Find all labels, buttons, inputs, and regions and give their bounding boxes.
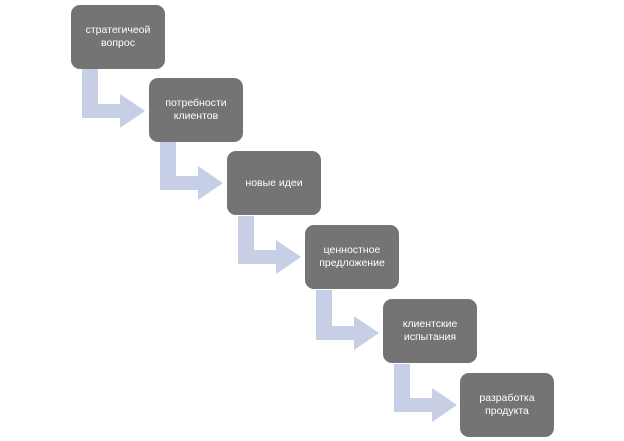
step-customer-trials: клиентские испытания — [383, 299, 477, 363]
step-label: ценностное предложение — [319, 244, 385, 269]
connector-arrow-5 — [394, 364, 457, 422]
connector-arrow-2 — [160, 142, 223, 200]
step-label: стратегичеой вопрос — [85, 24, 151, 49]
connector-arrow-1 — [82, 68, 145, 128]
step-new-ideas: новые идеи — [227, 151, 321, 215]
step-label: потребности клиентов — [165, 97, 227, 122]
step-label: клиентские испытания — [402, 318, 458, 343]
step-label: новые идеи — [245, 176, 303, 189]
step-customer-needs: потребности клиентов — [149, 78, 243, 142]
connector-arrow-4 — [316, 290, 379, 350]
step-product-development: разработка продукта — [460, 373, 554, 437]
step-value-proposition: ценностное предложение — [305, 225, 399, 289]
step-label: разработка продукта — [479, 392, 535, 417]
connector-arrow-3 — [238, 216, 301, 274]
step-strategic-question: стратегичеой вопрос — [71, 5, 165, 69]
